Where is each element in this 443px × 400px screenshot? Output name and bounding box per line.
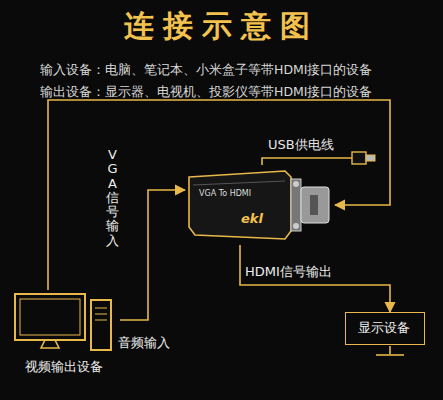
display-base: [376, 354, 404, 356]
plug-collar: [291, 179, 301, 231]
usb-cable: [262, 158, 352, 165]
computer-icon: [9, 290, 119, 354]
adapter-body: [189, 171, 291, 239]
note-text: 输入设备：电脑、笔记本、小米盒子等带HDMI接口的设备: [40, 62, 373, 79]
adapter: VGA To HDMI ekl: [185, 165, 335, 245]
computer: 视频输出设备: [8, 290, 120, 378]
product-label: VGA To HDMI: [199, 189, 251, 198]
slot: [95, 314, 107, 315]
screw: [293, 223, 299, 229]
screen: [20, 299, 80, 335]
signal-line: [48, 100, 390, 290]
adapter-illustration: [185, 165, 335, 245]
tower: [91, 300, 111, 350]
stand: [41, 340, 59, 348]
usb-plug: [352, 152, 366, 164]
note-text: 输出设备：显示器、电视机、投影仪等带HDMI接口的设备: [40, 84, 373, 101]
slot: [95, 320, 107, 321]
body-edge: [193, 181, 285, 185]
signal-line: [120, 190, 185, 320]
signal-label: HDMI信号输出: [245, 263, 332, 281]
title: 连接示意图: [0, 6, 443, 47]
slot: [95, 308, 107, 309]
usb-tip: [366, 155, 375, 161]
monitor: [15, 294, 85, 340]
display-box: 显示设备: [345, 312, 425, 345]
signal-label: VGA信号输入: [106, 148, 119, 248]
screw: [293, 181, 299, 187]
display-stand: [389, 346, 391, 354]
pin-block: [310, 195, 318, 215]
device-label: 视频输出设备: [25, 358, 103, 376]
brand-logo: ekl: [241, 211, 263, 226]
signal-label: 音频输入: [118, 334, 170, 352]
cable-label: USB供电线: [268, 136, 334, 154]
signal-line: [240, 245, 390, 312]
vga-plug: [301, 187, 329, 223]
device-label: 显示设备: [358, 319, 412, 337]
